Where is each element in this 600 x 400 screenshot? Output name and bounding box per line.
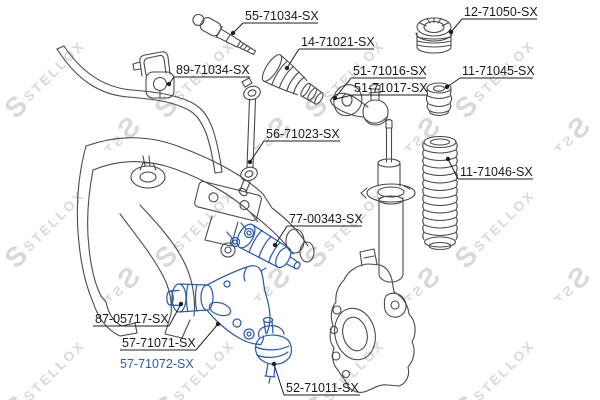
stabilizer-bushing-drawing — [132, 51, 175, 99]
part-label-89-71034-sx[interactable]: 89-71034-SX — [176, 63, 250, 77]
dust-cover-bellows-drawing — [422, 135, 458, 251]
part-label-57-71071-sx[interactable]: 57-71071-SX — [122, 336, 196, 350]
part-label-11-71045-sx[interactable]: 11-71045-SX — [462, 64, 535, 78]
stabilizer-bar-drawing — [56, 45, 223, 174]
part-label-51-71017-sx[interactable]: 51-71017-SX — [354, 81, 428, 95]
part-label-55-71034-sx[interactable]: 55-71034-SX — [245, 9, 319, 23]
shock-absorber-strut-drawing — [360, 118, 416, 283]
part-label-51-71016-sx[interactable]: 51-71016-SX — [353, 64, 427, 78]
part-labels: 55-71034-SX 14-71021-SX 12-71050-SX 89-7… — [95, 5, 538, 395]
subframe-drawing — [76, 84, 363, 339]
ball-joint-drawing — [254, 316, 293, 384]
part-label-56-71023-sx[interactable]: 56-71023-SX — [266, 127, 340, 141]
inner-tie-rod-drawing — [192, 13, 257, 56]
label-leader-lines — [93, 18, 537, 396]
part-label-77-00343-sx[interactable]: 77-00343-SX — [289, 212, 363, 226]
part-label-11-71046-sx[interactable]: 11-71046-SX — [460, 165, 533, 179]
part-label-14-71021-sx[interactable]: 14-71021-SX — [301, 35, 375, 49]
part-label-57-71072-sx-highlighted[interactable]: 57-71072-SX — [120, 357, 194, 371]
part-label-52-71011-sx[interactable]: 52-71011-SX — [286, 381, 359, 395]
control-arm-drawing — [166, 222, 301, 384]
strut-mount-drawing — [415, 17, 453, 54]
rear-bushing-drawing — [226, 222, 301, 270]
bump-stop-drawing — [425, 82, 453, 117]
part-label-12-71050-sx[interactable]: 12-71050-SX — [464, 5, 538, 19]
leader-dots — [166, 29, 454, 367]
stabilizer-link-drawing — [238, 77, 261, 197]
part-label-87-05717-sx[interactable]: 87-05717-SX — [95, 312, 169, 326]
steering-knuckle-drawing — [329, 248, 416, 393]
steering-boot-drawing — [261, 54, 324, 105]
